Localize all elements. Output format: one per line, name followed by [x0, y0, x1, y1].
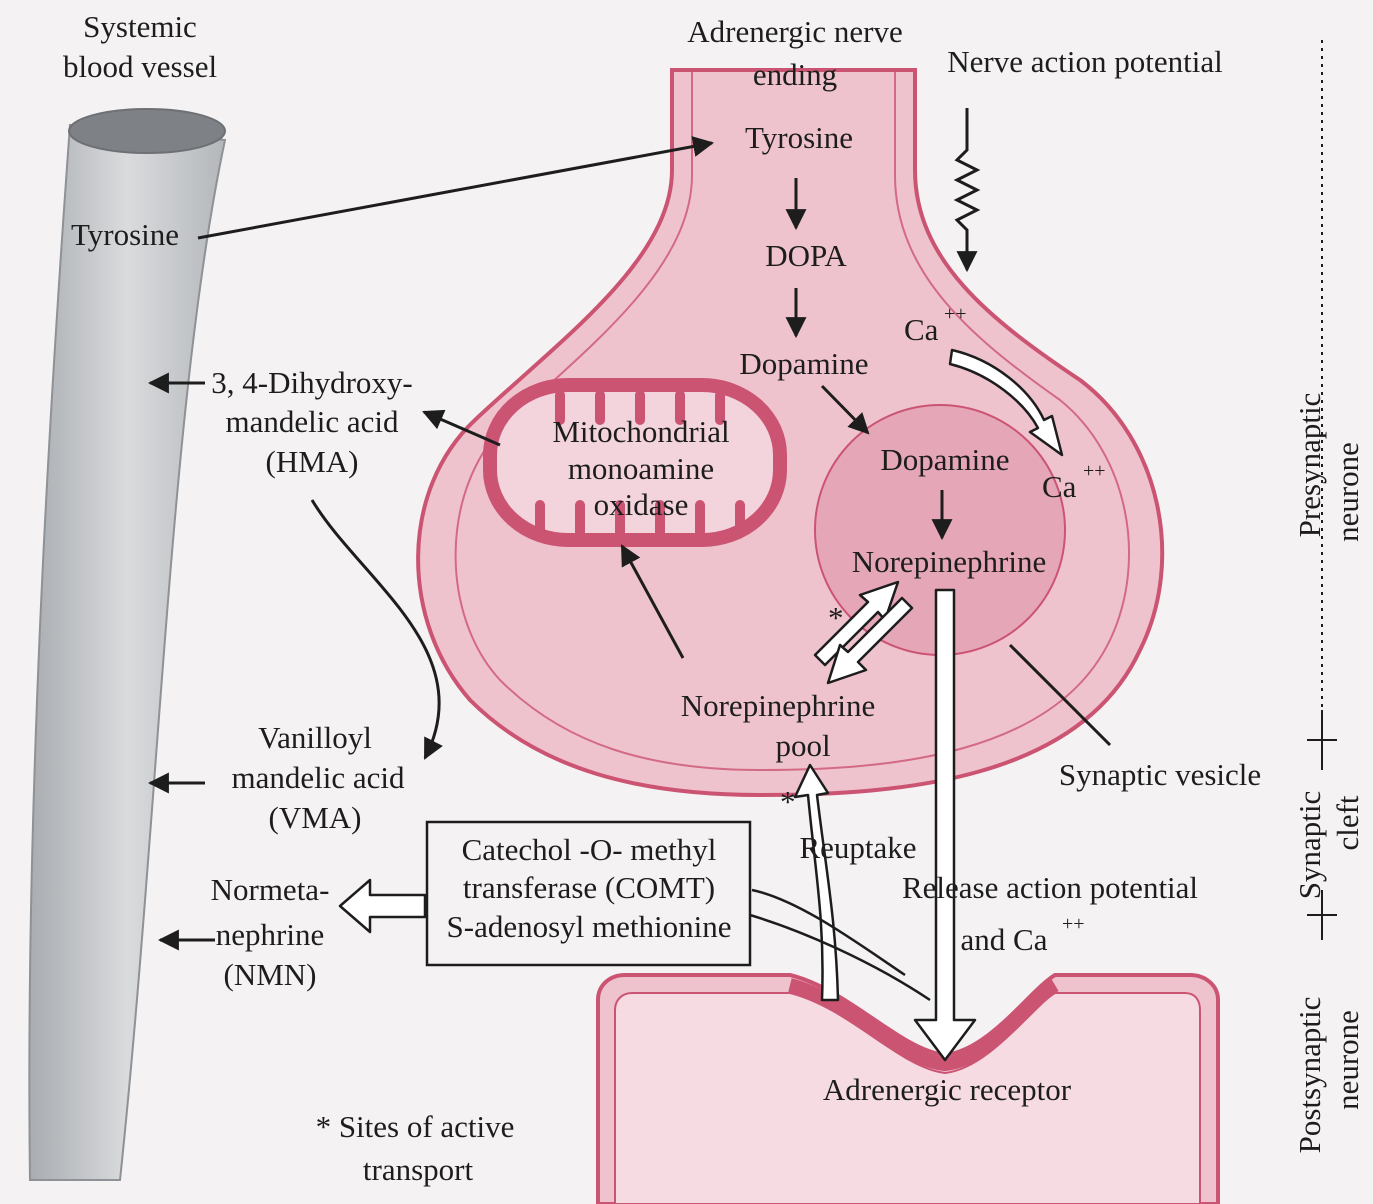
dhma-label-line2: mandelic acid — [226, 404, 399, 439]
reuptake-label: Reuptake — [799, 830, 916, 865]
pool-label-line1: Norepinephrine — [681, 688, 876, 723]
vma-label-line1: Vanilloyl — [258, 720, 372, 755]
vessel-title-line2: blood vessel — [63, 49, 217, 84]
presynaptic-label-line2: neurone — [1330, 442, 1365, 542]
tyrosine-label: Tyrosine — [745, 120, 853, 155]
vma-label-line2: mandelic acid — [232, 760, 405, 795]
nerve-ending-title-line2: ending — [753, 57, 837, 92]
comt-line3: S-adenosyl methionine — [447, 909, 732, 944]
active-transport-star-2: * — [780, 784, 796, 819]
dhma-label-line1: 3, 4-Dihydroxy- — [211, 365, 412, 400]
vessel-tyrosine-label: Tyrosine — [71, 217, 179, 252]
adrenergic-receptor-label: Adrenergic receptor — [823, 1072, 1072, 1107]
vesicle-ca-superscript: ++ — [1083, 460, 1106, 482]
vesicle-dopamine-label: Dopamine — [880, 442, 1009, 477]
presynaptic-label-line1: Presynaptic — [1292, 393, 1327, 538]
dopa-label: DOPA — [765, 238, 847, 273]
release-label-line1: Release action potential — [902, 870, 1198, 905]
comt-line2: transferase (COMT) — [463, 870, 715, 905]
mito-label-line2: monoamine — [568, 451, 714, 486]
ca-label: Ca — [904, 312, 939, 347]
vma-label-line3: (VMA) — [269, 800, 362, 835]
nmn-label-line2: nephrine — [216, 917, 324, 952]
nmn-label-line3: (NMN) — [224, 957, 317, 992]
vesicle-ca-label: Ca — [1042, 469, 1077, 504]
postsynaptic-label-line1: Postsynaptic — [1292, 997, 1327, 1154]
vessel-title-line1: Systemic — [83, 9, 197, 44]
pool-label-line2: pool — [775, 728, 830, 763]
active-transport-star-1: * — [828, 600, 844, 635]
release-superscript: ++ — [1062, 913, 1085, 935]
synaptic-vesicle-label: Synaptic vesicle — [1059, 757, 1261, 792]
dopamine-label: Dopamine — [739, 346, 868, 381]
dhma-label-line3: (HMA) — [266, 444, 359, 479]
cleft-label-line1: Synaptic — [1292, 791, 1327, 900]
postsynaptic-label-line2: neurone — [1330, 1010, 1365, 1110]
footnote-line1: * Sites of active — [316, 1109, 515, 1144]
footnote-line2: transport — [363, 1152, 474, 1187]
nerve-ending-title-line1: Adrenergic nerve — [687, 14, 902, 49]
cleft-label-line2: cleft — [1330, 795, 1365, 850]
mito-label-line1: Mitochondrial — [552, 414, 729, 449]
release-label-line2: and Ca — [961, 922, 1048, 957]
mito-label-line3: oxidase — [594, 487, 689, 522]
nerve-action-potential-label: Nerve action potential — [947, 44, 1222, 79]
norepinephrine-label: Norepinephrine — [852, 544, 1047, 579]
blood-vessel — [29, 109, 225, 1180]
nmn-label-line1: Normeta- — [211, 872, 330, 907]
comt-line1: Catechol -O- methyl — [462, 832, 717, 867]
ca-superscript: ++ — [944, 303, 967, 325]
